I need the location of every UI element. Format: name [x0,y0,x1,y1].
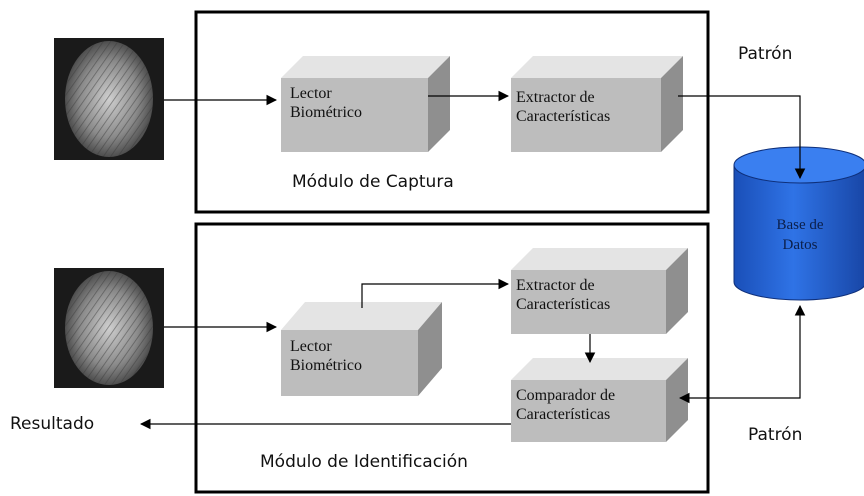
reader-label-capture-line1: Lector [290,85,332,102]
extractor-label-capture-line1: Extractor de [516,89,595,106]
database-label-line2: Datos [782,237,818,253]
arrow-database-to-comparator [678,304,806,404]
extractor-label-capture: Extractor de Características [516,88,610,126]
reader-label-capture: Lector Biométrico [290,84,362,122]
reader-label-identification: Lector Biométrico [290,337,362,375]
database-label: Base de Datos [752,215,848,255]
extractor-box-capture [511,56,683,152]
reader-label-identification-line2: Biométrico [290,357,362,374]
fingerprint-image-capture [54,38,164,160]
reader-box-capture [281,56,450,152]
reader-label-capture-line2: Biométrico [290,104,362,121]
comparator-label-line2: Características [516,406,611,423]
capture-module-frame [194,10,710,214]
result-label: Resultado [10,414,95,434]
database-cylinder [733,146,864,301]
reader-box-identification [281,302,442,396]
extractor-label-identification-line1: Extractor de [516,277,595,294]
comparator-label-identification: Comparador de Características [516,386,615,424]
pattern-label-top: Patrón [738,44,793,64]
pattern-label-bottom: Patrón [748,425,803,445]
extractor-label-identification: Extractor de Características [516,276,610,314]
identification-module-title: Módulo de Identificación [260,452,468,472]
reader-label-identification-line1: Lector [290,338,332,355]
arrow-extractor-to-database [678,95,806,180]
arrow-reader-to-extractor-identification [361,278,510,308]
comparator-box-identification [511,358,688,442]
database-label-line1: Base de [776,217,824,233]
extractor-box-identification [511,248,688,334]
extractor-label-capture-line2: Características [516,108,611,125]
extractor-label-identification-line2: Características [516,296,611,313]
comparator-label-line1: Comparador de [516,387,616,404]
capture-module-title: Módulo de Captura [292,172,454,192]
fingerprint-image-identification [54,268,164,388]
